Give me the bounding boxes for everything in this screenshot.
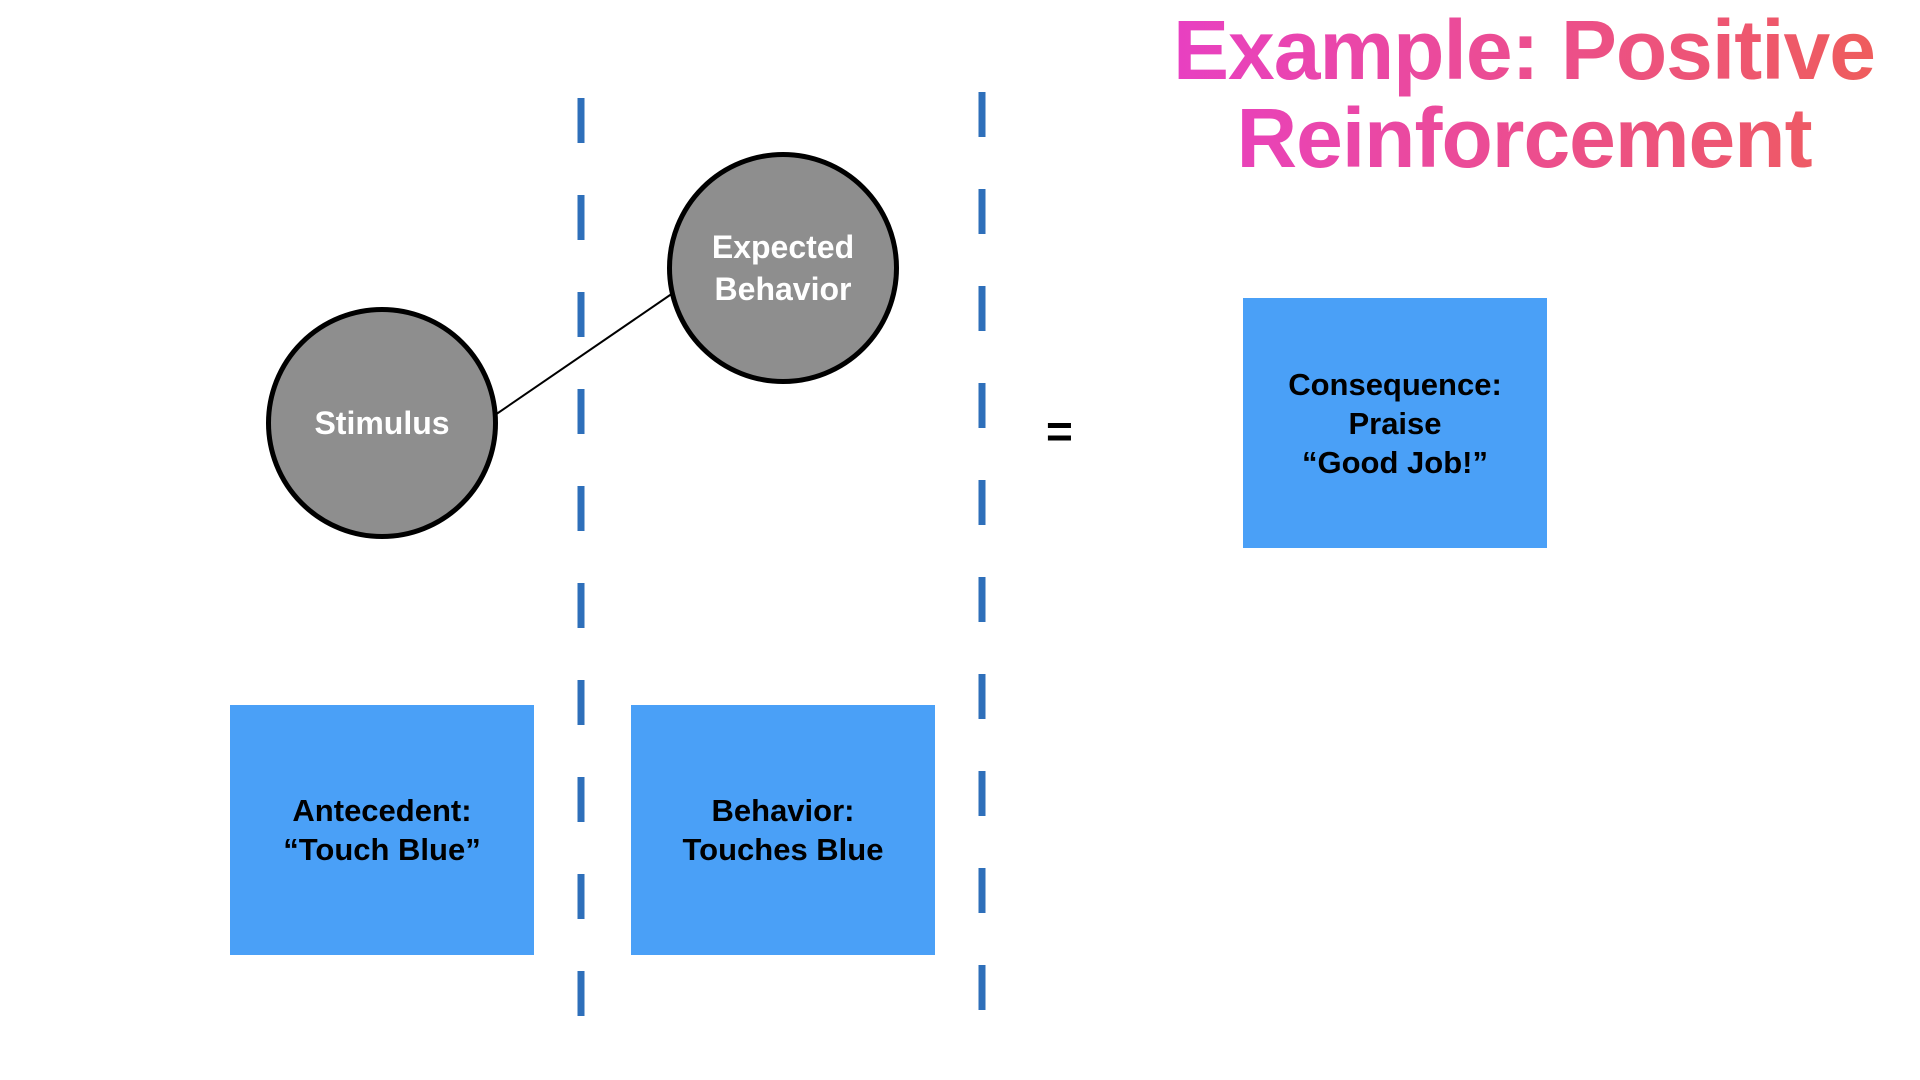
antecedent-box: Antecedent: “Touch Blue” — [230, 705, 534, 955]
behavior-label: Behavior: Touches Blue — [682, 793, 884, 867]
consequence-label: Consequence: Praise “Good Job!” — [1288, 366, 1502, 480]
antecedent-label: Antecedent: “Touch Blue” — [283, 793, 481, 867]
stimulus-label: Stimulus — [314, 405, 450, 441]
equals-sign: = — [1046, 405, 1073, 457]
expected-behavior-label: Expected Behavior — [711, 229, 855, 307]
consequence-box: Consequence: Praise “Good Job!” — [1243, 298, 1547, 548]
expected-behavior-circle: Expected Behavior — [667, 152, 899, 384]
stimulus-circle: Stimulus — [266, 307, 498, 539]
stimulus-to-behavior-link — [494, 292, 674, 416]
behavior-box: Behavior: Touches Blue — [631, 705, 935, 955]
